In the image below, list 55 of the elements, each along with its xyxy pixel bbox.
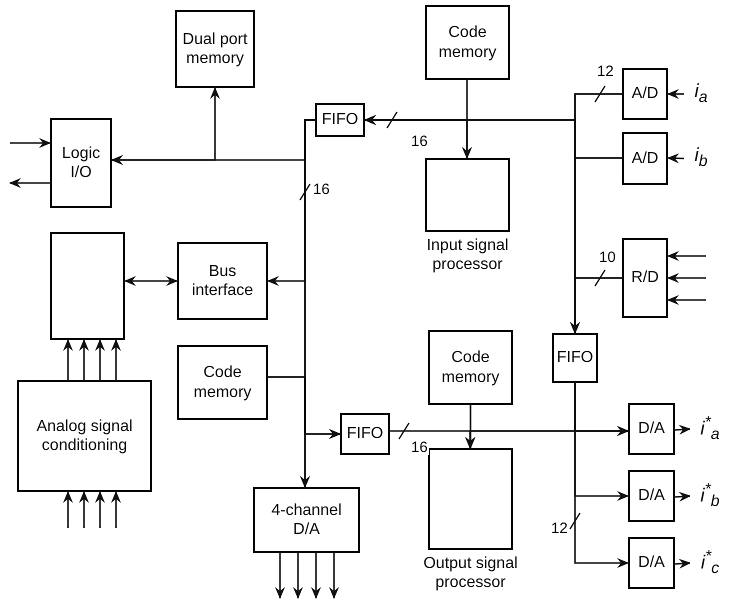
block-box: Code memory: [428, 330, 513, 405]
edge-label: 10: [598, 250, 617, 265]
block-box: D/A: [628, 470, 675, 522]
arrow: [667, 295, 706, 305]
block-box: Logic I/O: [50, 118, 112, 208]
block-box: FIFO: [315, 103, 365, 137]
arrow: [667, 251, 706, 261]
arrow: [275, 553, 285, 599]
block-box: Dual port memory: [175, 10, 255, 88]
processor-box: [425, 158, 510, 232]
block-caption: Input signal processor: [426, 236, 510, 274]
edge-label: 16: [410, 134, 429, 149]
arrow: [79, 491, 89, 528]
arrow: [124, 276, 178, 286]
arrow: [79, 339, 89, 380]
arrow: [667, 153, 684, 164]
block-caption: Output signal processor: [422, 554, 519, 592]
arrow: [574, 383, 629, 568]
block-box: FIFO: [552, 333, 598, 383]
block-box: D/A: [628, 537, 675, 589]
block-box: FIFO: [340, 413, 390, 455]
block-box: Code memory: [177, 345, 268, 420]
arrow: [9, 178, 50, 188]
arrow: [674, 558, 691, 569]
arrow: [466, 405, 476, 449]
arrow: [674, 424, 691, 435]
arrow: [293, 553, 303, 599]
block-box: 4-channel D/A: [253, 487, 360, 553]
block-box: A/D: [622, 68, 668, 120]
arrow: [95, 339, 105, 380]
processor-box: [50, 232, 125, 340]
edge-label: 12: [596, 64, 615, 79]
arrow: [300, 119, 315, 488]
edge-label: 16: [410, 440, 429, 455]
arrow: [667, 89, 684, 99]
edge-label: 12: [550, 521, 569, 536]
block-box: D/A: [628, 403, 675, 455]
block-box: Analog signal conditioning: [17, 380, 152, 492]
arrow: [667, 273, 706, 283]
edge-label: 16: [312, 182, 331, 197]
block-box: Bus interface: [177, 242, 268, 320]
block-box: A/D: [622, 132, 668, 185]
arrow: [570, 277, 622, 334]
block-box: R/D: [622, 238, 668, 318]
arrow: [674, 492, 691, 502]
arrow: [95, 491, 105, 528]
arrow: [329, 553, 339, 599]
arrow: [111, 339, 121, 380]
arrow: [111, 491, 121, 528]
arrow: [10, 138, 51, 148]
arrow: [311, 553, 321, 599]
arrow: [63, 491, 73, 528]
processor-box: [428, 448, 513, 550]
block-box: Code memory: [425, 5, 510, 80]
arrow: [63, 339, 73, 380]
